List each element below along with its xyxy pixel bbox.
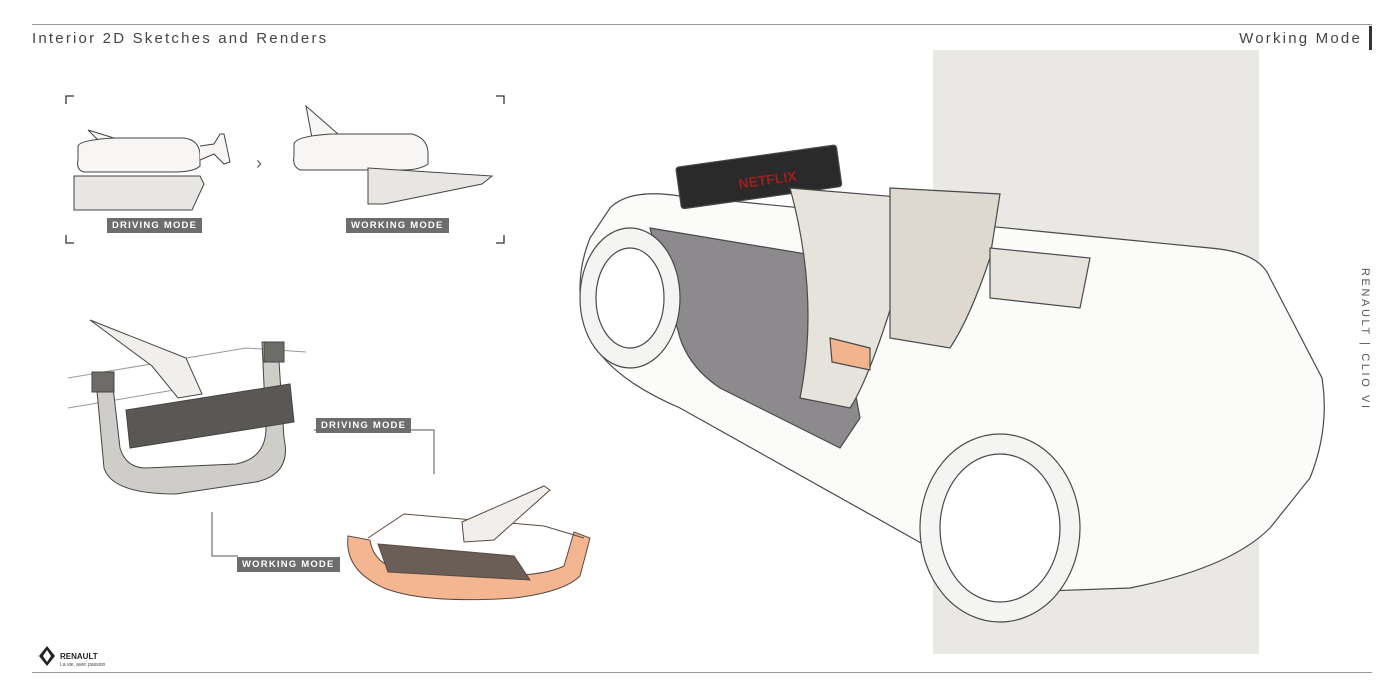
steering-yoke-sketch xyxy=(67,319,307,495)
sketch-arrow: › xyxy=(256,153,262,173)
bottom-rule xyxy=(32,672,1372,673)
page-title: Interior 2D Sketches and Renders xyxy=(32,30,329,47)
top-rule xyxy=(32,24,1372,25)
seat-console-sketch-driving xyxy=(73,129,231,211)
car-interior-render: NETFLIX xyxy=(579,144,1325,623)
tag-working-mode-mid: WORKING MODE xyxy=(237,557,340,572)
title-accent-bar xyxy=(1369,26,1372,50)
section-title: Working Mode xyxy=(1239,30,1362,47)
logo-tagline: La vie, avec passion xyxy=(60,662,106,668)
tag-working-mode-top: WORKING MODE xyxy=(346,218,449,233)
brand-model-vertical: RENAULT | CLIO VI xyxy=(1359,268,1371,411)
renault-logo-icon xyxy=(39,646,55,666)
tag-driving-mode-mid: DRIVING MODE xyxy=(316,418,412,433)
frame-corners xyxy=(65,95,505,244)
yoke-render-working xyxy=(347,485,591,601)
seat-console-sketch-working xyxy=(293,104,494,205)
tag-driving-mode-top: DRIVING MODE xyxy=(107,218,203,233)
logo-name: RENAULT xyxy=(60,652,98,661)
